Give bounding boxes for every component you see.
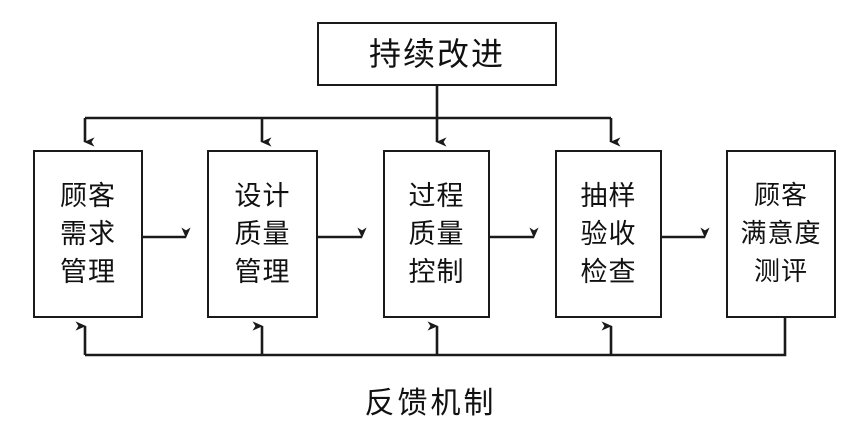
node-2-line-1: 设计 (234, 181, 291, 211)
node-design-quality-management: 设计 质量 管理 (207, 150, 318, 318)
node-customer-requirements-management: 顾客 需求 管理 (33, 150, 143, 318)
node-5-line-1: 顾客 (753, 181, 808, 210)
node-4-line-3: 检查 (580, 257, 637, 287)
node-3-line-3: 控制 (408, 257, 465, 287)
node-customer-satisfaction-evaluation: 顾客 满意度 测评 (726, 150, 836, 318)
node-5-line-3: 测评 (753, 257, 808, 286)
node-5-line-2: 满意度 (740, 219, 822, 248)
node-2-line-3: 管理 (234, 257, 291, 287)
node-continuous-improvement-line-1: 持续改进 (368, 36, 505, 72)
node-2-line-2: 质量 (234, 219, 291, 249)
node-3-line-2: 质量 (408, 219, 465, 249)
node-1-line-1: 顾客 (60, 181, 116, 211)
node-continuous-improvement: 持续改进 (317, 22, 557, 86)
node-4-line-2: 验收 (580, 219, 637, 249)
node-4-line-1: 抽样 (580, 181, 637, 211)
node-1-line-2: 需求 (60, 219, 116, 249)
node-1-line-3: 管理 (60, 257, 116, 287)
node-3-line-1: 过程 (408, 181, 465, 211)
node-process-quality-control: 过程 质量 控制 (383, 150, 490, 318)
connector-feedback-return-bus (85, 318, 787, 357)
feedback-mechanism-label: 反馈机制 (364, 387, 497, 420)
node-sampling-acceptance-inspection: 抽样 验收 检查 (555, 150, 662, 318)
